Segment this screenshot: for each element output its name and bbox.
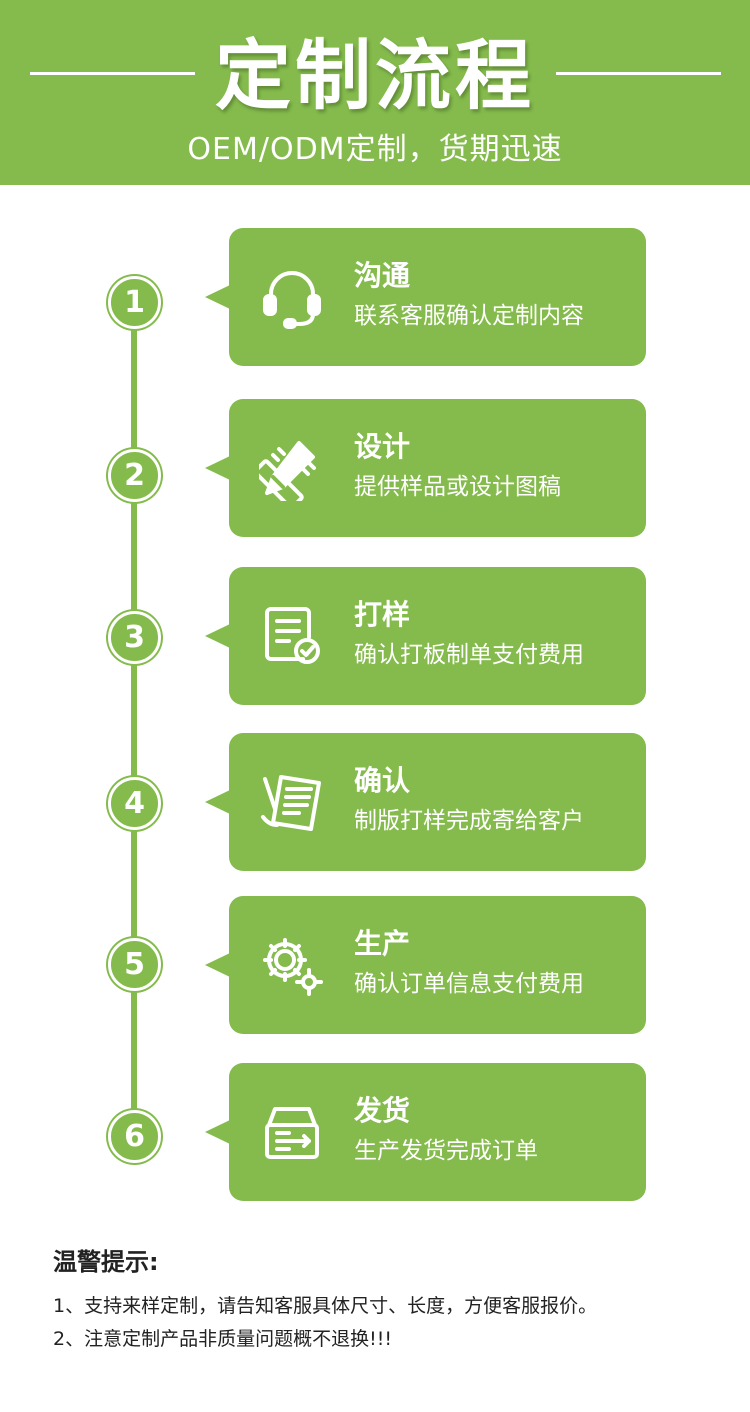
step-card-sampling: 打样 确认打板制单支付费用 bbox=[205, 567, 646, 705]
header-divider-right bbox=[556, 72, 721, 75]
page-subtitle: OEM/ODM定制，货期迅速 bbox=[187, 132, 563, 167]
step-title: 沟通 bbox=[354, 259, 411, 292]
document-sign-icon bbox=[259, 769, 325, 835]
step-number-6: 6 bbox=[108, 1110, 161, 1163]
step-description: 联系客服确认定制内容 bbox=[354, 303, 584, 329]
step-title: 确认 bbox=[354, 764, 411, 797]
step-card-production: 生产 确认订单信息支付费用 bbox=[205, 896, 646, 1034]
header-banner: 定制流程 OEM/ODM定制，货期迅速 bbox=[0, 0, 750, 185]
step-title: 生产 bbox=[354, 927, 411, 960]
document-check-icon bbox=[259, 603, 325, 669]
tip-item: 1、支持来样定制，请告知客服具体尺寸、长度，方便客服报价。 bbox=[53, 1295, 598, 1317]
header-divider-left bbox=[30, 72, 195, 75]
step-card-communicate: 沟通 联系客服确认定制内容 bbox=[205, 228, 646, 366]
box-shipping-icon bbox=[259, 1099, 325, 1165]
tips-heading: 温警提示: bbox=[53, 1248, 159, 1276]
timeline-line bbox=[131, 300, 137, 1136]
step-number-5: 5 bbox=[108, 938, 161, 991]
step-title: 发货 bbox=[354, 1094, 411, 1127]
step-card-shipping: 发货 生产发货完成订单 bbox=[205, 1063, 646, 1201]
step-card-confirm: 确认 制版打样完成寄给客户 bbox=[205, 733, 646, 871]
step-description: 生产发货完成订单 bbox=[354, 1138, 538, 1164]
headset-icon bbox=[259, 264, 325, 330]
tip-item: 2、注意定制产品非质量问题概不退换!!! bbox=[53, 1328, 392, 1350]
step-number-1: 1 bbox=[108, 276, 161, 329]
step-description: 制版打样完成寄给客户 bbox=[354, 808, 584, 834]
step-card-design: 设计 提供样品或设计图稿 bbox=[205, 399, 646, 537]
step-number-2: 2 bbox=[108, 449, 161, 502]
step-description: 确认打板制单支付费用 bbox=[354, 642, 584, 668]
step-description: 确认订单信息支付费用 bbox=[354, 971, 584, 997]
page-title: 定制流程 bbox=[215, 31, 535, 120]
step-title: 打样 bbox=[354, 598, 411, 631]
pencil-ruler-icon bbox=[259, 435, 325, 501]
gears-icon bbox=[259, 932, 325, 998]
step-number-4: 4 bbox=[108, 777, 161, 830]
step-number-3: 3 bbox=[108, 611, 161, 664]
step-description: 提供样品或设计图稿 bbox=[354, 474, 561, 500]
step-title: 设计 bbox=[354, 430, 411, 463]
